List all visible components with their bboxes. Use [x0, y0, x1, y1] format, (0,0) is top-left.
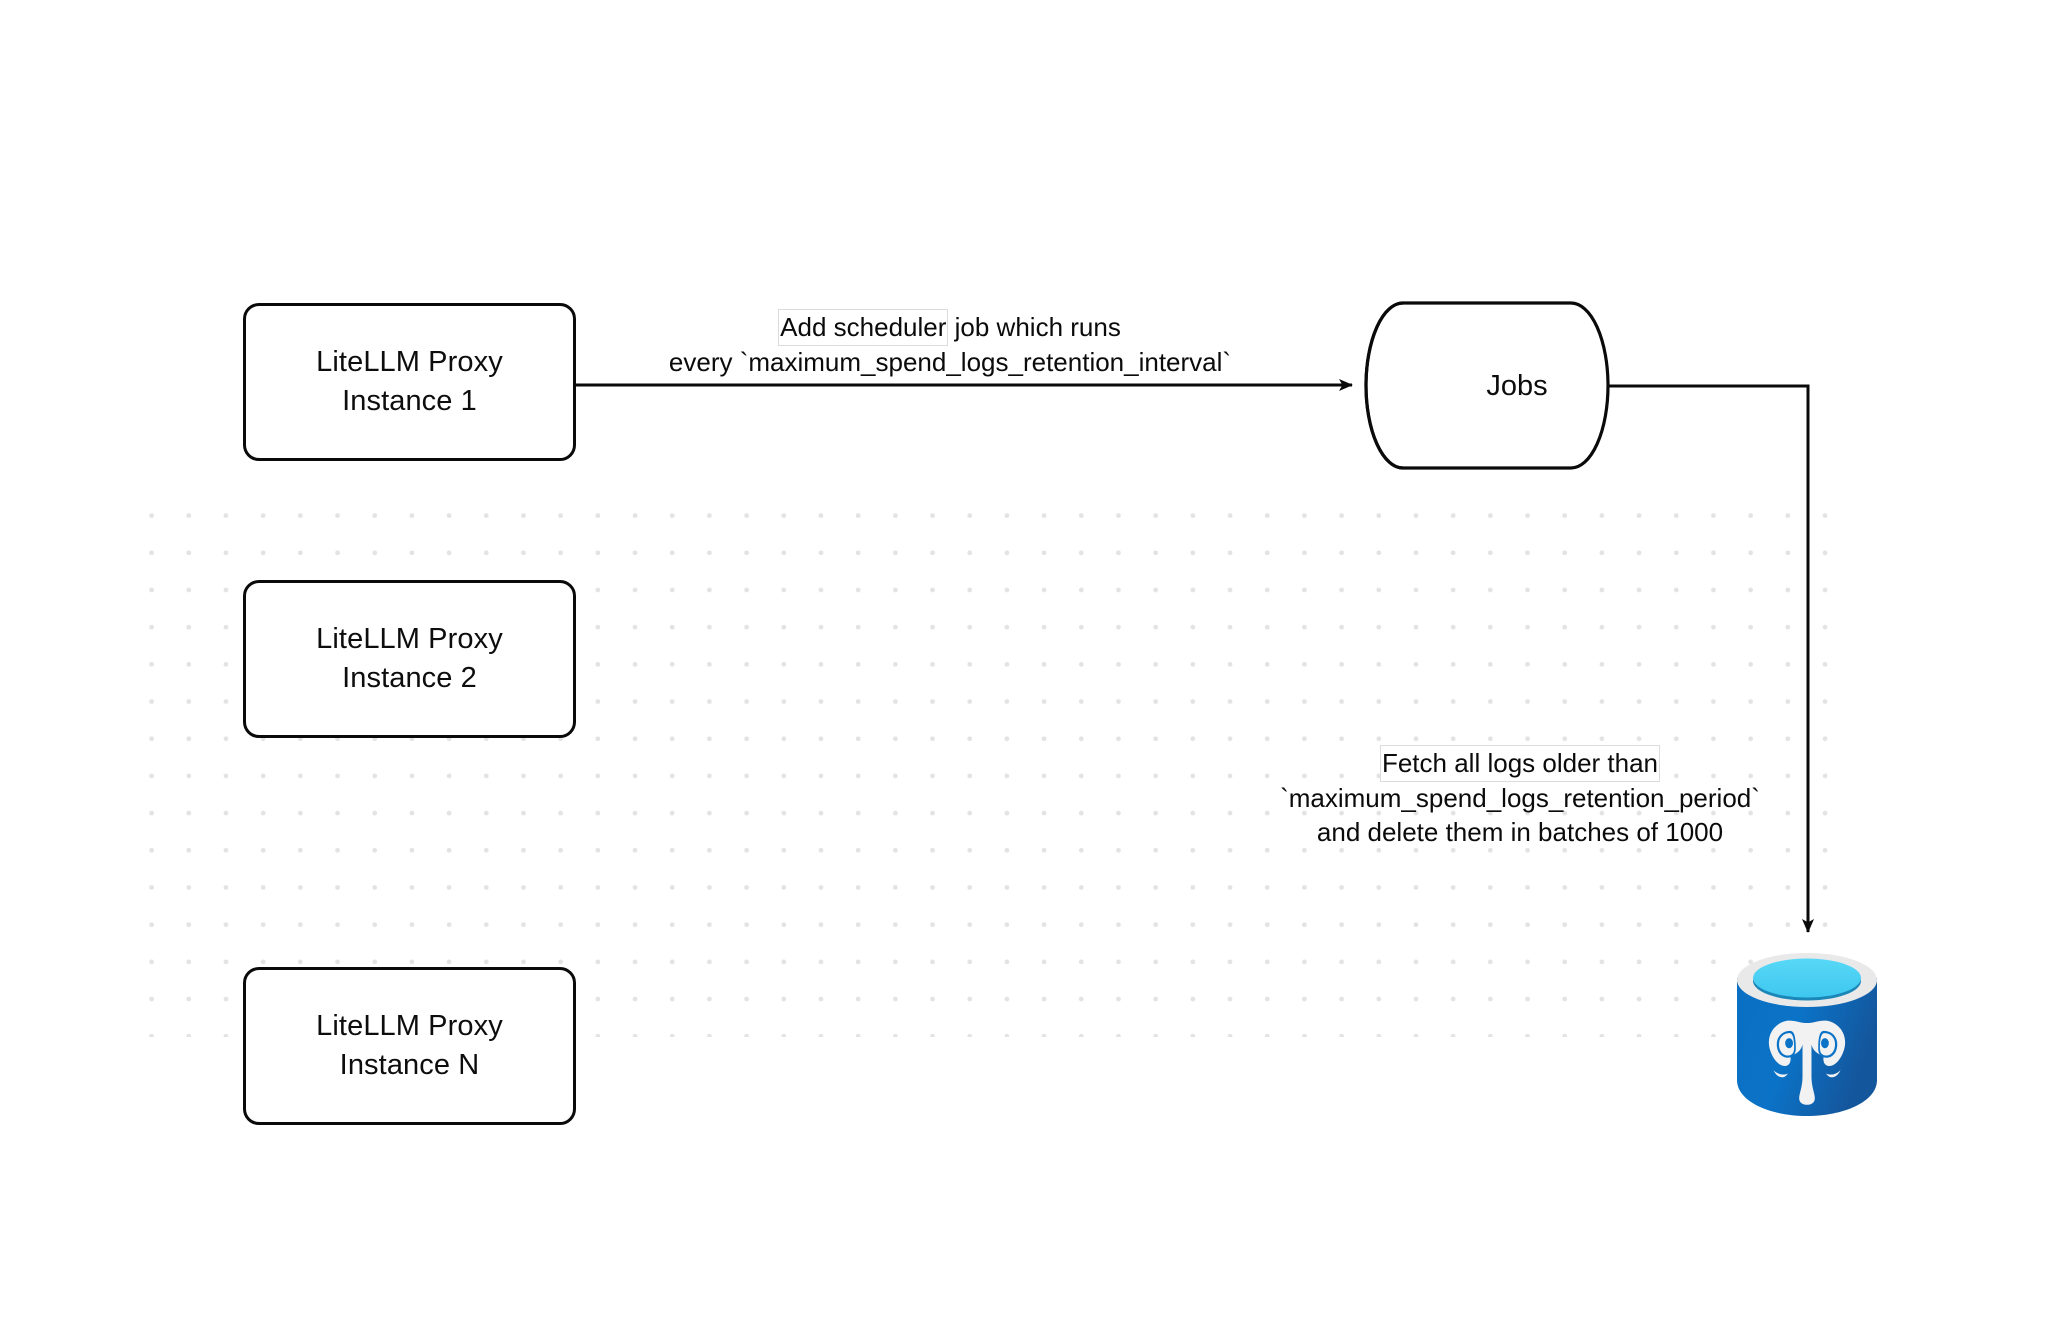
node-label-line1: LiteLLM Proxy	[316, 623, 503, 656]
node-litellm-proxy-instance-2[interactable]: LiteLLM Proxy Instance 2	[243, 580, 576, 738]
node-litellm-proxy-instance-n[interactable]: LiteLLM Proxy Instance N	[243, 967, 576, 1125]
node-label-line2: Instance 2	[342, 662, 477, 694]
node-label-line2: Instance 1	[342, 385, 477, 417]
node-label-line1: LiteLLM Proxy	[316, 1010, 503, 1043]
edge-label-fetch-line1: Fetch all logs older than	[1240, 746, 1800, 781]
edge-jobs-to-database	[1608, 384, 1814, 933]
edge-label-scheduler-line1-rest: job which runs	[947, 312, 1121, 342]
edge-label-fetch-line2: `maximum_spend_logs_retention_period`	[1280, 782, 1760, 813]
postgresql-database-icon	[1737, 953, 1877, 1116]
node-jobs-label: Jobs	[1486, 370, 1548, 402]
edge-label-fetch-line3: and delete them in batches of 1000	[1316, 817, 1724, 848]
edge-label-scheduler: Add scheduler job which runs every `maxi…	[620, 310, 1280, 379]
node-label-line1: LiteLLM Proxy	[316, 346, 503, 379]
edge-label-scheduler-line1: Add scheduler job which runs	[620, 310, 1280, 345]
jobs-cylinder-shape	[1364, 301, 1610, 470]
edge-label-highlight: Add scheduler	[779, 310, 948, 345]
node-litellm-proxy-instance-1[interactable]: LiteLLM Proxy Instance 1	[243, 303, 576, 461]
edge-label-highlight: Fetch all logs older than	[1380, 746, 1660, 781]
node-label-line2: Instance N	[339, 1049, 480, 1081]
edge-label-fetch: Fetch all logs older than `maximum_spend…	[1240, 746, 1800, 850]
edge-label-scheduler-line2: every `maximum_spend_logs_retention_inte…	[668, 346, 1232, 377]
